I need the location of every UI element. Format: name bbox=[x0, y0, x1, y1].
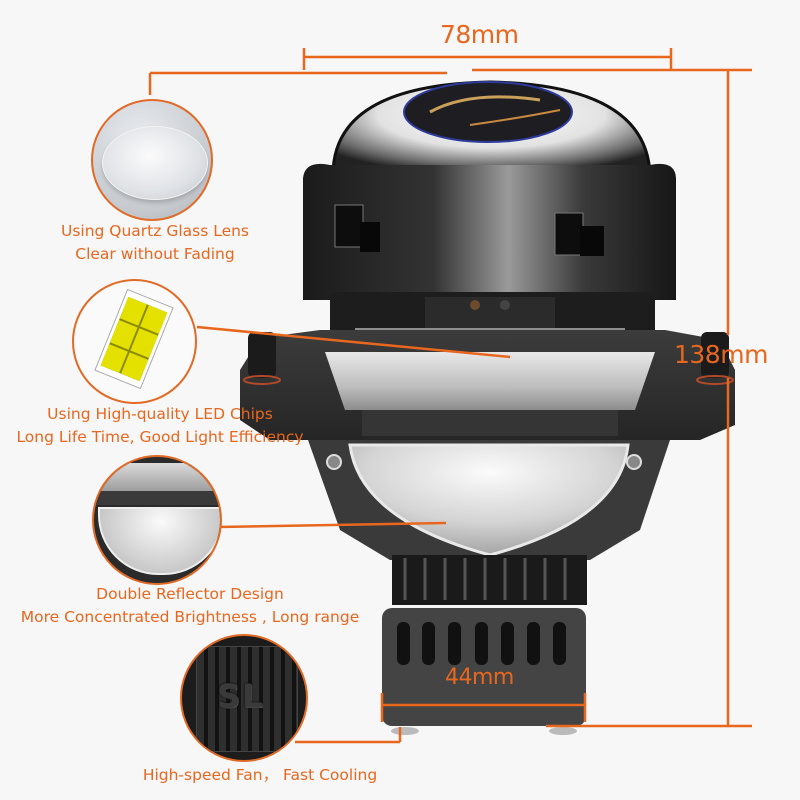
quartz-lens-subtitle: Clear without Fading bbox=[75, 245, 235, 263]
led-chip-callout-circle bbox=[72, 279, 197, 404]
reflector-caption: Double Reflector Design More Concentrate… bbox=[15, 583, 365, 629]
quartz-lens-icon bbox=[102, 126, 208, 200]
led-chip-icon bbox=[94, 288, 174, 390]
width-dimension-label: 78mm bbox=[440, 20, 519, 49]
quartz-lens-caption: Using Quartz Glass Lens Clear without Fa… bbox=[30, 220, 280, 266]
fan-caption: High-speed Fan， Fast Cooling bbox=[130, 764, 390, 787]
fan-callout-circle: SL bbox=[180, 634, 308, 762]
led-chip-title: Using High-quality LED Chips bbox=[47, 405, 273, 423]
fan-logo: SL bbox=[217, 677, 265, 715]
reflector-callout-circle bbox=[92, 455, 222, 585]
quartz-lens-callout-circle bbox=[91, 99, 213, 221]
base-dimension-label: 44mm bbox=[445, 665, 514, 690]
led-chip-caption: Using High-quality LED Chips Long Life T… bbox=[10, 403, 310, 449]
fan-title: High-speed Fan， Fast Cooling bbox=[142, 766, 378, 784]
reflector-subtitle: More Concentrated Brightness , Long rang… bbox=[20, 608, 360, 626]
fan-icon: SL bbox=[196, 646, 298, 752]
reflector-title: Double Reflector Design bbox=[96, 585, 284, 603]
height-dimension-label: 138mm bbox=[674, 340, 768, 369]
quartz-lens-title: Using Quartz Glass Lens bbox=[60, 222, 250, 240]
reflector-icon bbox=[94, 457, 220, 583]
led-chip-subtitle: Long Life Time, Good Light Efficiency bbox=[16, 428, 304, 446]
